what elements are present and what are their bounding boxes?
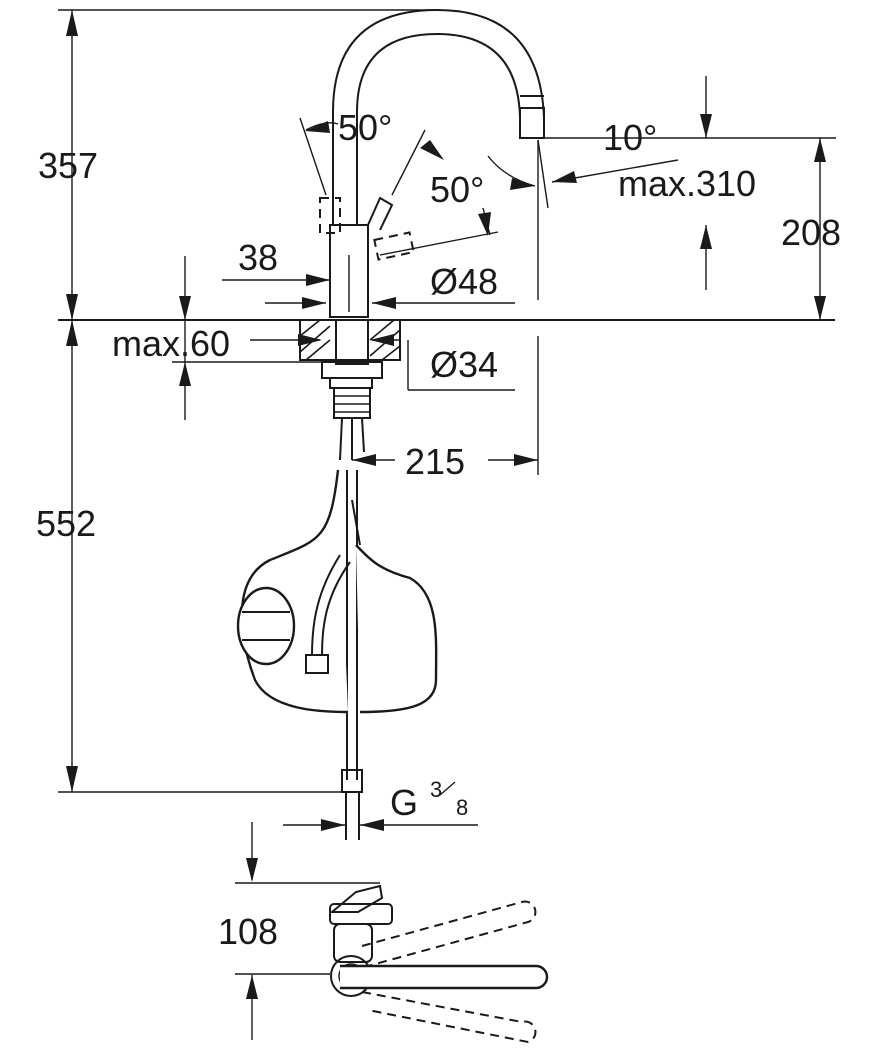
thread-denominator-label: 8 (456, 795, 468, 820)
thread-prefix-label: G (390, 782, 418, 823)
body-diameter-label: Ø48 (430, 261, 498, 302)
height-above-deck-label: 357 (38, 145, 98, 186)
pullout-dimension (551, 76, 712, 290)
spout-height-label: 208 (781, 212, 841, 253)
spout-reach-dimension (352, 140, 539, 475)
shank (321, 319, 383, 419)
spout-reach-label: 215 (405, 441, 465, 482)
thread-numerator-label: 3 (430, 777, 442, 802)
plan-view-offset-label: 108 (218, 911, 278, 952)
faucet-body (329, 224, 369, 318)
spout-tilt-angle (487, 139, 549, 209)
supply-hoses (339, 417, 365, 840)
plan-view-faucet (329, 884, 549, 1044)
spout-tilt-label: 10° (603, 117, 657, 158)
lever-angle-side-label: 50° (430, 169, 484, 210)
pullout-max-label: max.310 (618, 163, 756, 204)
lever-body-width-label: 38 (238, 237, 278, 278)
spout (332, 8, 545, 225)
height-below-deck-label: 552 (36, 503, 96, 544)
lever-angle-side (379, 207, 499, 256)
deck-thickness-label: max.60 (112, 323, 230, 364)
shank-diameter-dimension (370, 334, 515, 391)
body-diameter-dimension (265, 297, 515, 309)
plan-view-dimension (235, 822, 380, 1040)
thread-dimension (283, 781, 478, 831)
lever-body-width-dimension (222, 274, 330, 286)
lever-angle-up (299, 117, 444, 196)
spout-height-dimension (545, 137, 836, 320)
shank-diameter-label: Ø34 (430, 344, 498, 385)
deck-thickness-dimension (172, 256, 335, 420)
hose-weight (236, 586, 296, 666)
lever-angle-up-label: 50° (338, 107, 392, 148)
lever-positions (319, 196, 415, 261)
overall-height-dimension (58, 9, 430, 793)
